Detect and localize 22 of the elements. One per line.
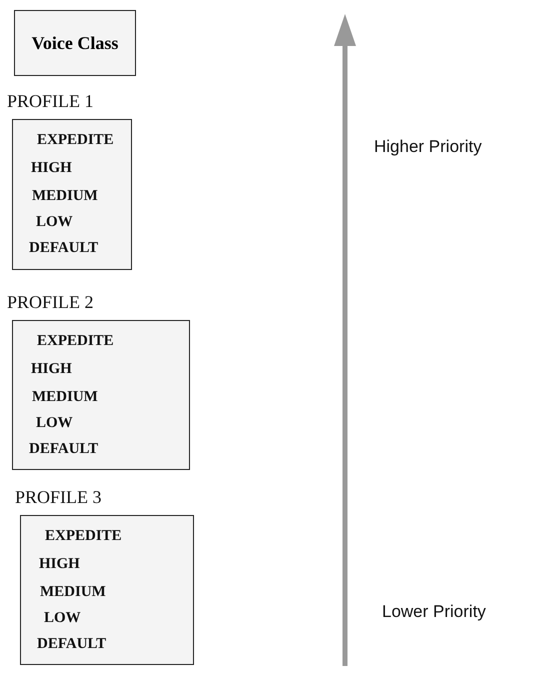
priority-level: HIGH <box>31 160 72 177</box>
priority-level: HIGH <box>39 556 80 573</box>
profile-heading: PROFILE 1 <box>7 91 94 112</box>
priority-level: MEDIUM <box>32 188 98 205</box>
priority-level: HIGH <box>31 361 72 378</box>
priority-label: Higher Priority <box>374 137 482 157</box>
priority-level: DEFAULT <box>29 441 98 458</box>
priority-label: Lower Priority <box>382 602 486 622</box>
priority-level: EXPEDITE <box>37 333 114 350</box>
priority-level: EXPEDITE <box>45 528 122 545</box>
profile-heading: PROFILE 2 <box>7 292 94 313</box>
priority-level: EXPEDITE <box>37 132 114 149</box>
class-box <box>14 10 136 76</box>
priority-level: MEDIUM <box>40 584 106 601</box>
priority-level: DEFAULT <box>37 636 106 653</box>
priority-level: LOW <box>36 415 73 432</box>
priority-level: DEFAULT <box>29 240 98 257</box>
box-title: Voice Class <box>32 32 118 54</box>
priority-level: LOW <box>44 610 81 627</box>
priority-level: MEDIUM <box>32 389 98 406</box>
priority-level: LOW <box>36 214 73 231</box>
profile-heading: PROFILE 3 <box>15 487 102 508</box>
